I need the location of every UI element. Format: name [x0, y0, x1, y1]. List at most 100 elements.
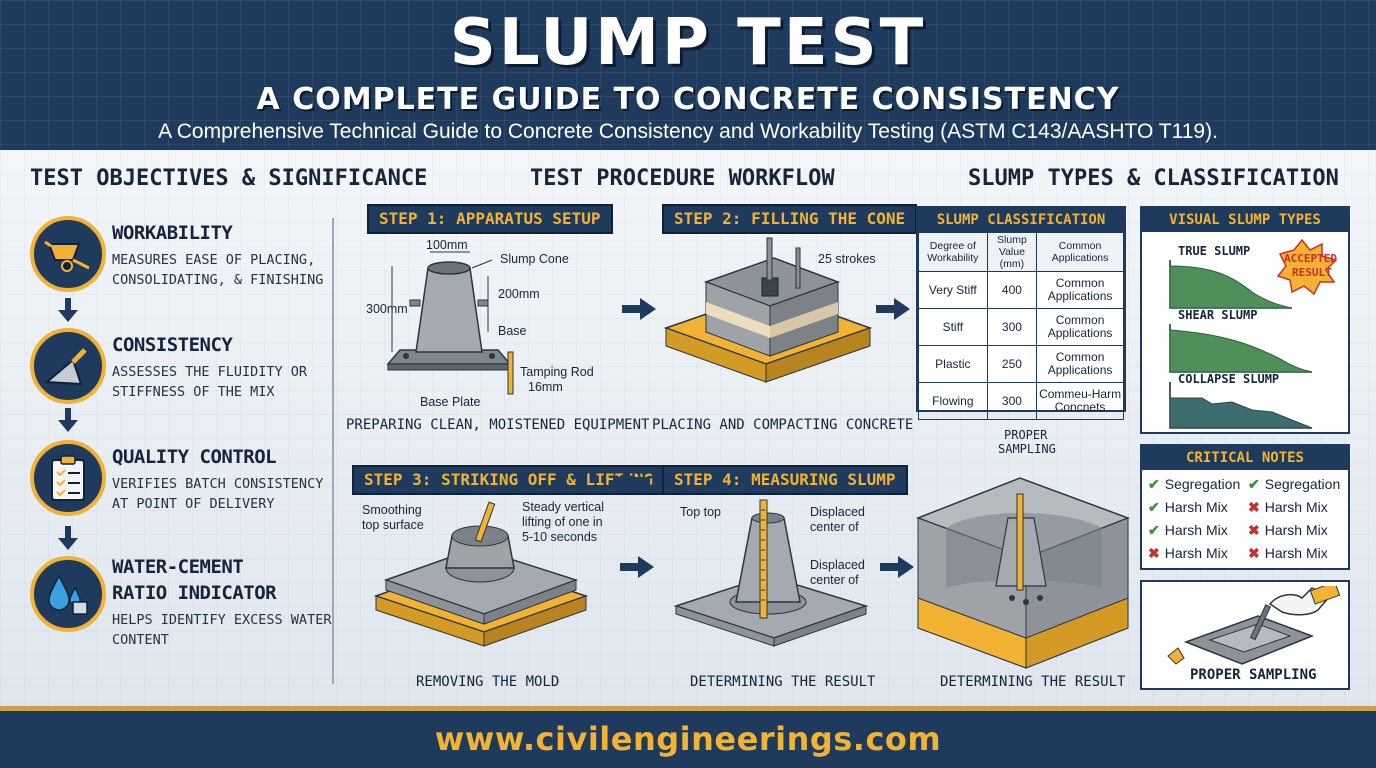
note-item: ✖Harsh Mix	[1248, 522, 1328, 538]
proper-label-2: SAMPLING	[998, 442, 1056, 456]
right-arrow-icon	[876, 298, 910, 320]
procedure-title: TEST PROCEDURE WORKFLOW	[530, 166, 835, 191]
displaced-label-1b: center of	[810, 520, 859, 534]
step1-caption: PREPARING CLEAN, MOISTENED EQUIPMENT	[346, 417, 650, 433]
table-cell: 300	[986, 308, 1038, 346]
table-row: Flowing 300 Commeu-Harm Concnets	[918, 382, 1124, 420]
smoothing-label-2: top surface	[362, 518, 424, 532]
note-item: ✔Harsh Mix	[1148, 522, 1228, 538]
footer-url-link[interactable]: www.civilengineerings.com	[434, 720, 942, 758]
critical-notes-panel: CRITICAL NOTES ✔Segregation ✔Harsh Mix ✔…	[1140, 444, 1350, 570]
cross-icon: ✖	[1248, 522, 1260, 538]
visual-slump-types-panel: VISUAL SLUMP TYPES TRUE SLUMP SHEAR SLUM…	[1140, 206, 1350, 434]
smoothing-label-1: Smoothing	[362, 503, 422, 517]
proper-sampling-panel: PROPER SAMPLING	[1140, 580, 1350, 690]
table-row: Plastic 250 Common Applications	[918, 345, 1124, 383]
objective-water-cement: WATER-CEMENT RATIO INDICATOR HELPS IDENT…	[30, 556, 331, 656]
cross-icon: ✖	[1148, 545, 1160, 561]
dim-mid-label: 200mm	[498, 287, 540, 301]
check-icon: ✔	[1148, 499, 1160, 515]
displaced-label-1a: Displaced	[810, 505, 865, 519]
water-drop-icon	[30, 556, 106, 632]
table-header: Common Applications	[1036, 232, 1124, 272]
measuring-slump-diagram	[673, 499, 869, 647]
lifting-label-3: 5-10 seconds	[522, 530, 598, 544]
table-cell: Plastic	[918, 345, 988, 383]
true-slump-label: TRUE SLUMP	[1178, 244, 1251, 258]
slump-shapes-diagram	[1169, 238, 1338, 429]
page-subtitle: A COMPLETE GUIDE TO CONCRETE CONSISTENCY	[256, 82, 1120, 117]
objective-workability: WORKABILITY MEASURES EASE OF PLACING, CO…	[30, 216, 330, 306]
collapse-slump-label: COLLAPSE SLUMP	[1178, 372, 1280, 386]
objective-quality-control: QUALITY CONTROL VERIFIES BATCH CONSISTEN…	[30, 440, 330, 530]
step5-caption: DETERMINING THE RESULT	[940, 674, 1126, 690]
proper-label-1: PROPER	[1004, 428, 1048, 442]
lifting-label-1: Steady vertical	[522, 500, 604, 514]
page-title: SLUMP TEST	[449, 6, 927, 80]
top-label: Top top	[680, 505, 722, 519]
footer-banner: www.civilengineerings.com	[0, 706, 1376, 768]
objective-name-line2: RATIO INDICATOR	[112, 582, 277, 604]
objective-consistency: CONSISTENCY ASSESSES THE FLUIDITY OR STI…	[30, 328, 330, 418]
left-arrow-icon	[612, 470, 650, 492]
right-arrow-icon	[880, 556, 914, 578]
note-item: ✔Segregation	[1148, 476, 1241, 492]
table-cell: 300	[986, 382, 1038, 420]
proper-sampling-label: PROPER SAMPLING	[1190, 667, 1317, 683]
step4-label: STEP 4: MEASURING SLUMP	[662, 465, 908, 495]
objective-name: CONSISTENCY	[112, 334, 233, 356]
objectives-title: TEST OBJECTIVES & SIGNIFICANCE	[30, 166, 428, 191]
critical-notes-title: CRITICAL NOTES	[1142, 446, 1348, 470]
table-row: Very Stiff 400 Common Applications	[918, 271, 1124, 309]
tamping-rod-label: Tamping Rod	[520, 365, 594, 379]
table-header: Slump Value (mm)	[986, 232, 1038, 272]
slump-cone-apparatus-diagram	[386, 251, 514, 395]
objective-text: MEASURES EASE OF PLACING, CONSOLIDATING,…	[112, 252, 324, 288]
sampling-hand-icon	[1167, 586, 1341, 665]
objective-text: VERIFIES BATCH CONSISTENCY AT POINT OF D…	[112, 476, 324, 512]
clipboard-icon	[30, 440, 106, 516]
column-divider	[332, 218, 334, 684]
down-arrow-icon	[58, 298, 78, 322]
slump-cone-label: Slump Cone	[500, 252, 569, 266]
step2-label: STEP 2: FILLING THE CONE	[662, 204, 918, 234]
cone-filling-diagram	[663, 237, 873, 383]
right-arrow-icon	[620, 556, 654, 578]
striking-off-diagram	[373, 501, 589, 647]
trowel-icon	[30, 328, 106, 404]
check-icon: ✔	[1248, 476, 1260, 492]
displaced-label-2a: Displaced	[810, 558, 865, 572]
base-label: Base	[498, 324, 527, 338]
check-icon: ✔	[1148, 476, 1160, 492]
classification-table-title: SLUMP CLASSIFICATION	[918, 208, 1124, 232]
objective-name: QUALITY CONTROL	[112, 446, 277, 468]
table-cell: Flowing	[918, 382, 988, 420]
table-cell: Very Stiff	[918, 271, 988, 309]
strokes-label: 25 strokes	[818, 252, 876, 266]
cross-icon: ✖	[1248, 499, 1260, 515]
step1-label: STEP 1: APPARATUS SETUP	[367, 204, 613, 234]
sampling-cross-section-diagram	[916, 477, 1130, 669]
classification-title: SLUMP TYPES & CLASSIFICATION	[968, 166, 1339, 191]
note-item: ✔Segregation	[1248, 476, 1341, 492]
accepted-badge-line1: ACCEPTED	[1284, 252, 1337, 265]
step3-label: STEP 3: STRIKING OFF & LIFTING	[352, 465, 665, 495]
accepted-badge-line2: RESULT	[1292, 266, 1332, 279]
dim-top-label: 100mm	[426, 238, 468, 252]
table-cell: Common Applications	[1036, 271, 1124, 309]
header-banner: SLUMP TEST A COMPLETE GUIDE TO CONCRETE …	[0, 0, 1376, 150]
objective-text: ASSESSES THE FLUIDITY OR STIFFNESS OF TH…	[112, 364, 308, 400]
lifting-label-2: lifting of one in	[522, 515, 603, 529]
down-arrow-icon	[58, 408, 78, 432]
table-cell: Stiff	[918, 308, 988, 346]
table-row: Stiff 300 Common Applications	[918, 308, 1124, 346]
table-cell: Common Applications	[1036, 345, 1124, 383]
note-item: ✖Harsh Mix	[1148, 545, 1228, 561]
base-plate-label: Base Plate	[420, 395, 481, 409]
visual-types-title: VISUAL SLUMP TYPES	[1142, 208, 1348, 232]
right-arrow-icon	[622, 298, 656, 320]
dim-height-label: 300mm	[366, 302, 408, 316]
page-description: A Comprehensive Technical Guide to Concr…	[158, 120, 1218, 143]
slump-classification-table: SLUMP CLASSIFICATION Degree of Workabili…	[916, 206, 1126, 420]
down-arrow-icon	[58, 526, 78, 550]
